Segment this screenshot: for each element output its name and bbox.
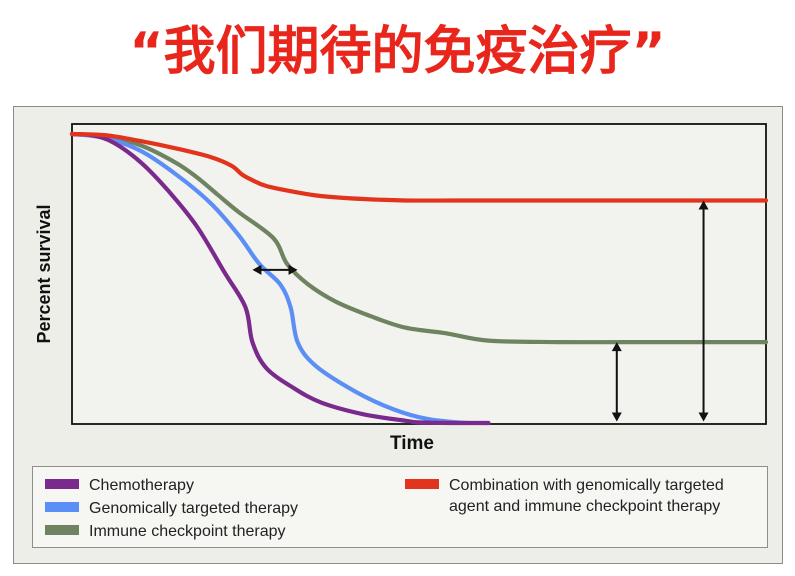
legend-swatch (45, 502, 79, 512)
series-line-combination (69, 131, 769, 203)
legend-label: Genomically targeted therapy (89, 500, 298, 517)
legend-item-combination: Combination with genomically targeted ag… (405, 475, 755, 517)
x-axis-label: Time (390, 433, 434, 454)
arrow-head (698, 200, 709, 210)
arrow-head (611, 412, 622, 422)
arrow-head (611, 342, 622, 352)
legend: Chemotherapy Genomically targeted therap… (32, 466, 768, 548)
series-line-targeted-therapy (69, 131, 491, 426)
series-line-chemotherapy (69, 131, 491, 426)
legend-item-targeted: Genomically targeted therapy (45, 498, 298, 519)
series-line-immune-checkpoint (69, 131, 769, 345)
legend-label: Immune checkpoint therapy (89, 523, 286, 540)
y-axis-label: Percent survival (34, 204, 54, 343)
arrow-head (252, 264, 262, 275)
legend-swatch (405, 479, 439, 489)
legend-swatch (45, 525, 79, 535)
legend-item-immune: Immune checkpoint therapy (45, 521, 286, 542)
arrow-head (288, 264, 298, 275)
legend-swatch (45, 479, 79, 489)
legend-item-chemotherapy: Chemotherapy (45, 475, 194, 496)
slide-title: “我们期待的免疫治疗” (129, 21, 666, 82)
legend-label: Chemotherapy (89, 477, 194, 494)
plot-area (71, 123, 767, 425)
arrow-head (698, 412, 709, 422)
legend-label: Combination with genomically targeted ag… (449, 477, 724, 515)
